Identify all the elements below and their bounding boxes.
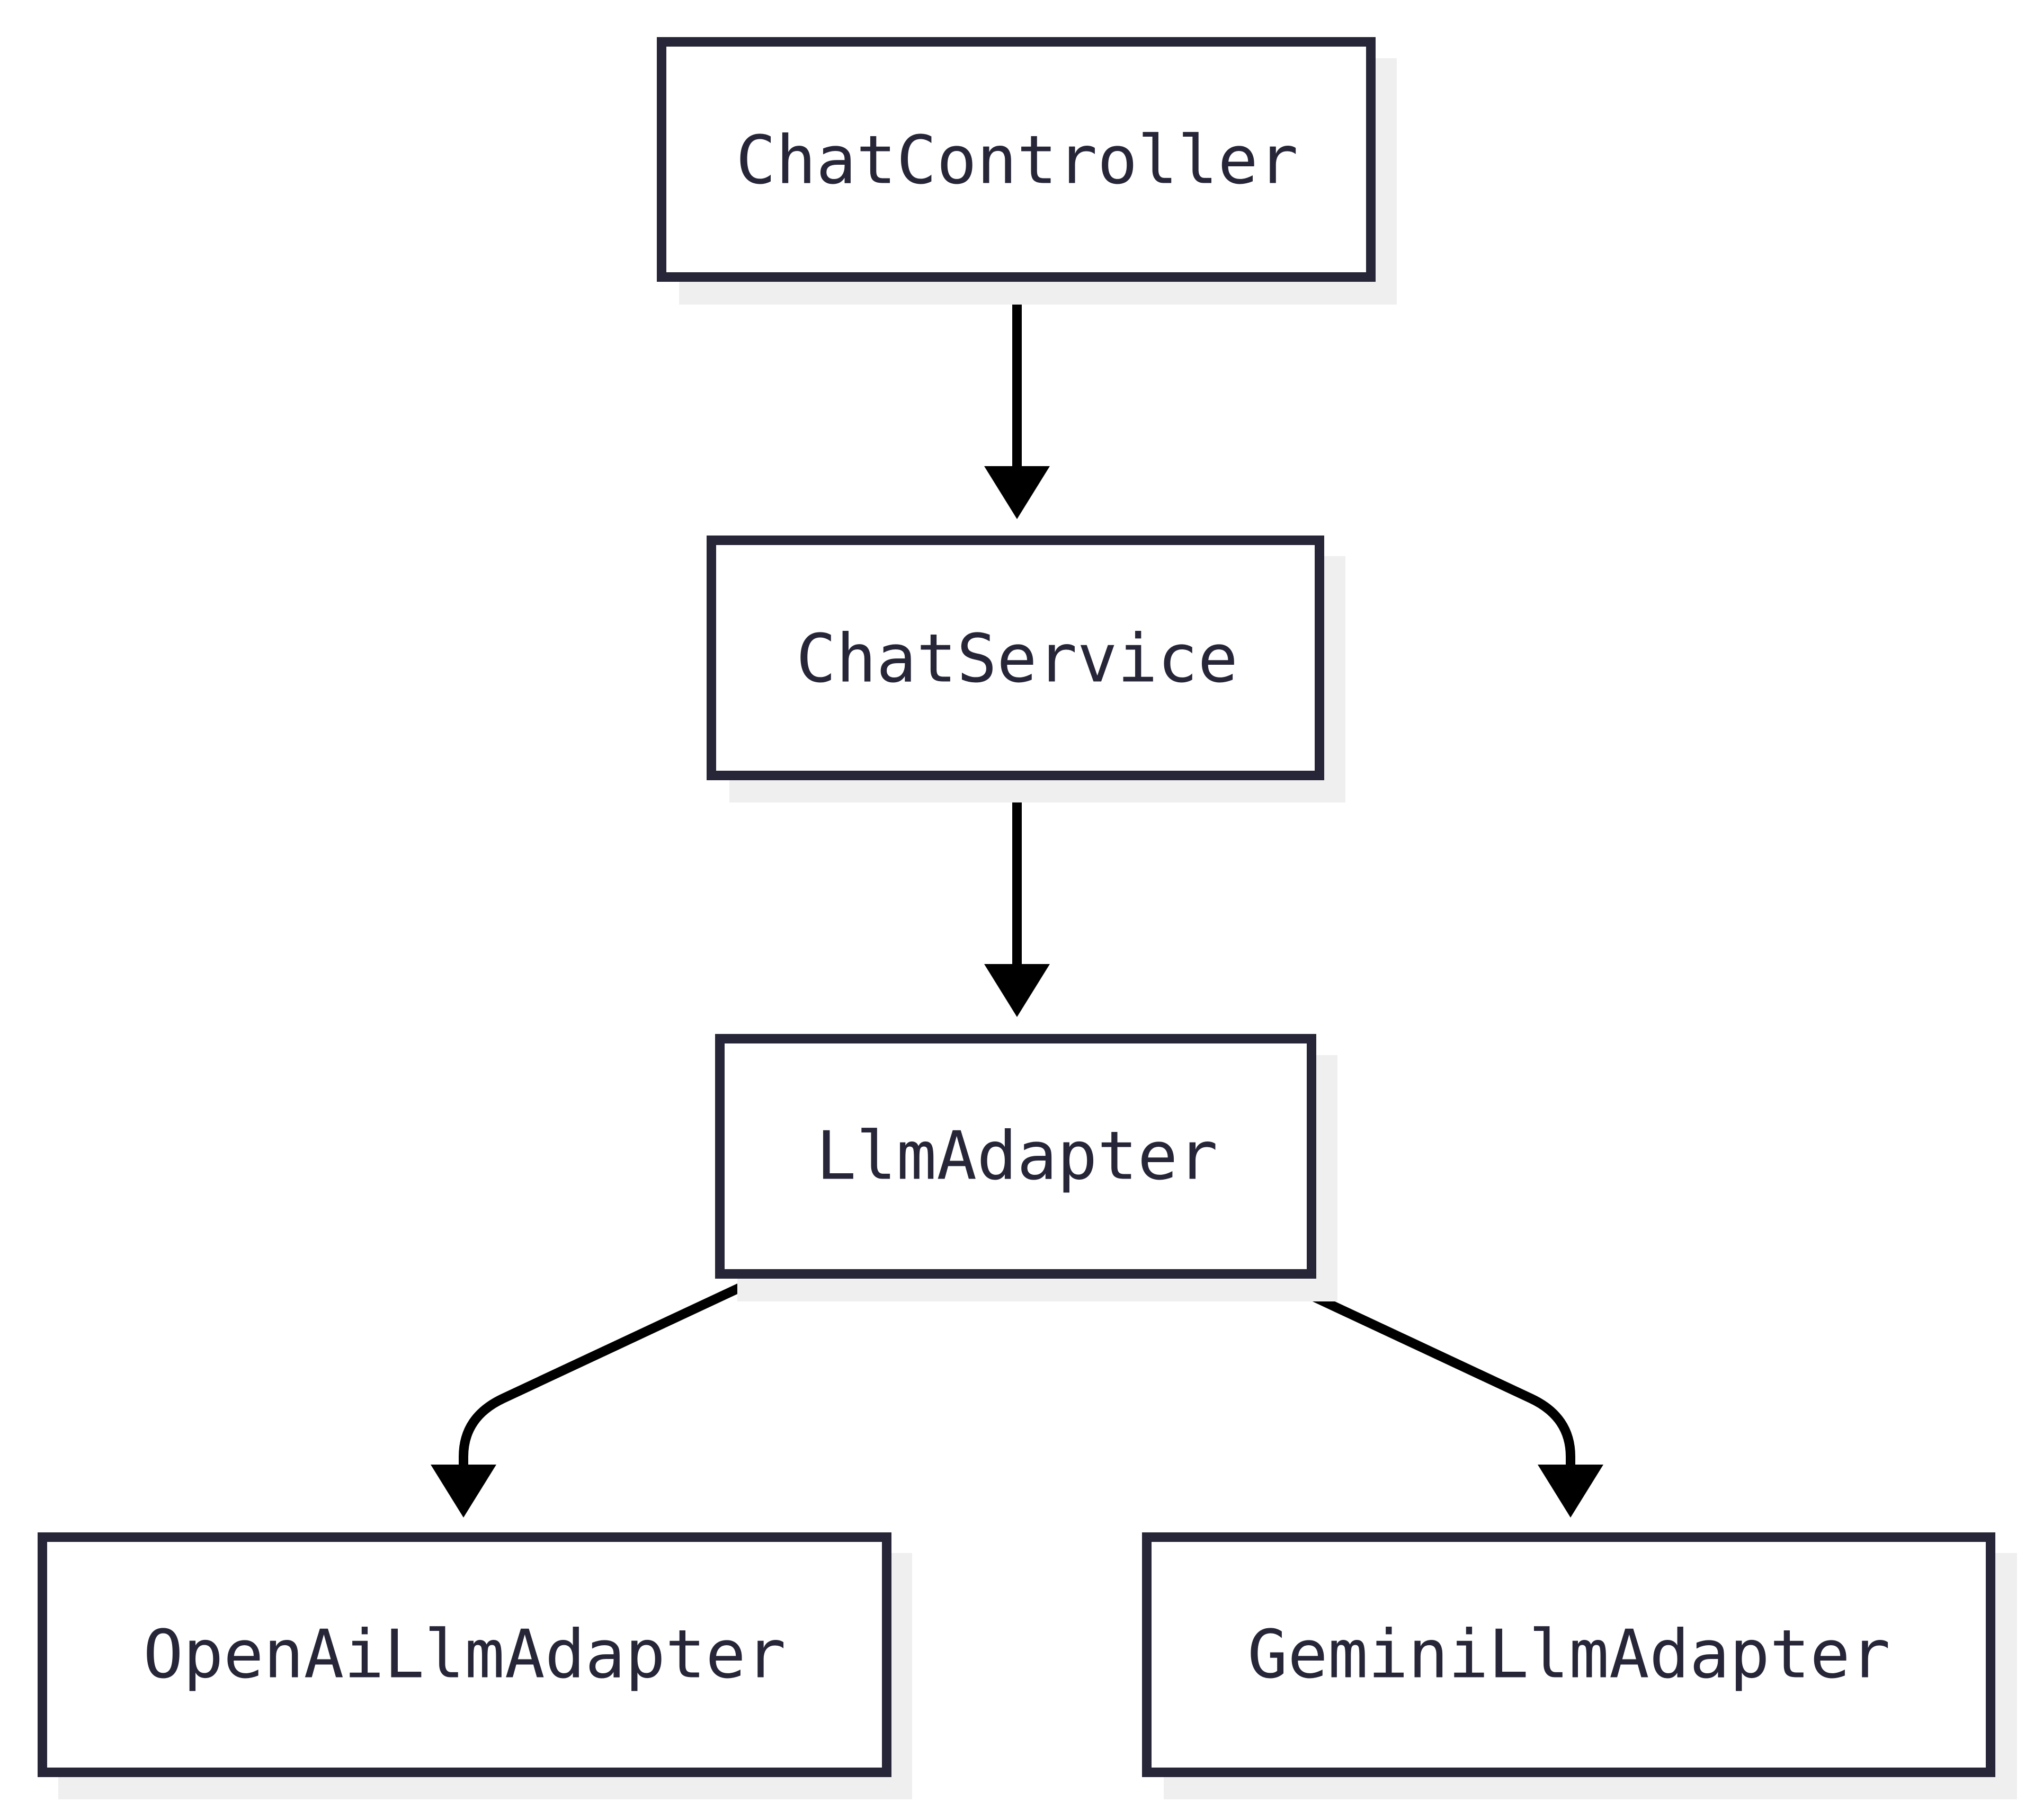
node-box bbox=[715, 1034, 1316, 1279]
node-chat-service: ChatService bbox=[707, 536, 1345, 802]
edge-chat-controller-to-chat-service bbox=[984, 273, 1050, 519]
node-llm-adapter: LlmAdapter bbox=[715, 1034, 1337, 1301]
edge-chat-service-to-llm-adapter bbox=[984, 774, 1050, 1017]
node-box bbox=[38, 1532, 891, 1777]
node-gemini-llm-adapter: GeminiLlmAdapter bbox=[1142, 1532, 2017, 1799]
node-label: GeminiLlmAdapter bbox=[1247, 1616, 1890, 1693]
edge-llm-adapter-to-openai-llm-adapter bbox=[431, 1277, 757, 1518]
node-label: OpenAiLlmAdapter bbox=[143, 1616, 786, 1693]
node-label: ChatService bbox=[796, 620, 1238, 698]
edge-llm-adapter-to-gemini-llm-adapter bbox=[1277, 1277, 1603, 1518]
node-label: ChatController bbox=[736, 121, 1298, 199]
node-box bbox=[657, 37, 1376, 282]
node-label: LlmAdapter bbox=[816, 1117, 1218, 1195]
node-box bbox=[707, 536, 1324, 780]
node-openai-llm-adapter: OpenAiLlmAdapter bbox=[38, 1532, 912, 1799]
node-chat-controller: ChatController bbox=[657, 37, 1397, 305]
node-box bbox=[1142, 1532, 1995, 1777]
edges bbox=[431, 273, 1603, 1518]
